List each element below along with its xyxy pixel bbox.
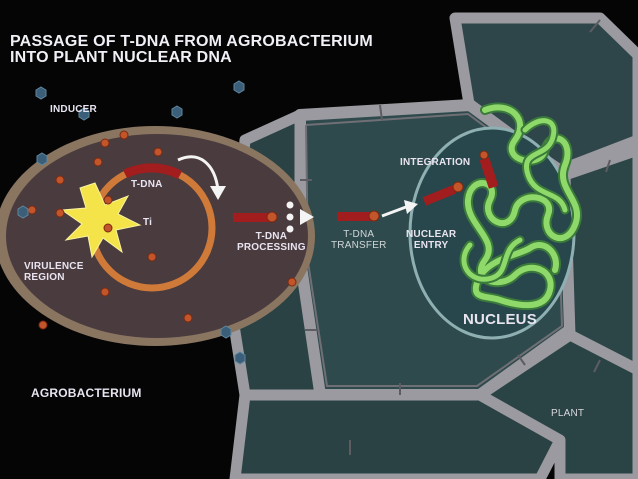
tdna-strand-transfer: [337, 210, 380, 222]
label-nuclear-entry-line-1: NUCLEAR: [406, 229, 457, 240]
label-transfer-line-2: TRANSFER: [331, 239, 387, 251]
inducer-molecules: [17, 80, 246, 365]
label-integration: INTEGRATION: [400, 157, 471, 168]
tdna-on-plasmid: [123, 163, 183, 180]
processing-arrow: [177, 155, 220, 191]
label-virulence-region: VIRULENCE REGION: [24, 261, 84, 283]
label-processing-line-1: T-DNA: [255, 231, 288, 242]
label-agrobacterium: AGROBACTERIUM: [31, 386, 142, 400]
label-transfer-line-1: T-DNA: [343, 229, 375, 240]
label-nuclear-entry-line-2: ENTRY: [413, 239, 449, 251]
label-tdna: T-DNA: [131, 179, 163, 190]
label-processing-line-2: PROCESSING: [237, 241, 306, 253]
nuclear-arrow: [381, 205, 407, 218]
diagram-title: PASSAGE OF T-DNA FROM AGROBACTERIUM INTO…: [10, 34, 373, 66]
transfer-arrowhead: [300, 209, 314, 225]
tdna-strand-processed: [233, 211, 278, 223]
plant-cell-right: [559, 144, 638, 376]
label-inducer: INDUCER: [50, 104, 97, 115]
label-virulence-line-1: VIRULENCE: [24, 261, 84, 272]
vir-proteins: [27, 130, 297, 330]
label-tdna-processing: T-DNA PROCESSING: [237, 231, 306, 253]
title-line-2: INTO PLANT NUCLEAR DNA: [10, 49, 232, 66]
transfer-dots: [286, 201, 294, 233]
agrobacterium-cytoplasm: [6, 134, 308, 338]
title-line-1: PASSAGE OF T-DNA FROM AGROBACTERIUM: [10, 33, 373, 50]
virulence-burst: [60, 182, 142, 259]
label-ti: Ti: [143, 217, 153, 228]
label-tdna-transfer: T-DNA TRANSFER: [331, 229, 387, 251]
label-nucleus: NUCLEUS: [463, 311, 537, 328]
label-nuclear-entry: NUCLEAR ENTRY: [406, 229, 457, 251]
label-plant: PLANT: [551, 408, 585, 419]
plant-cell-bottom-right: [474, 329, 638, 479]
label-virulence-line-2: REGION: [24, 271, 65, 283]
tdna-integrated: [479, 150, 499, 189]
plant-cell-bottom: [229, 389, 566, 479]
tdna-strand-nuclear: [422, 181, 464, 206]
